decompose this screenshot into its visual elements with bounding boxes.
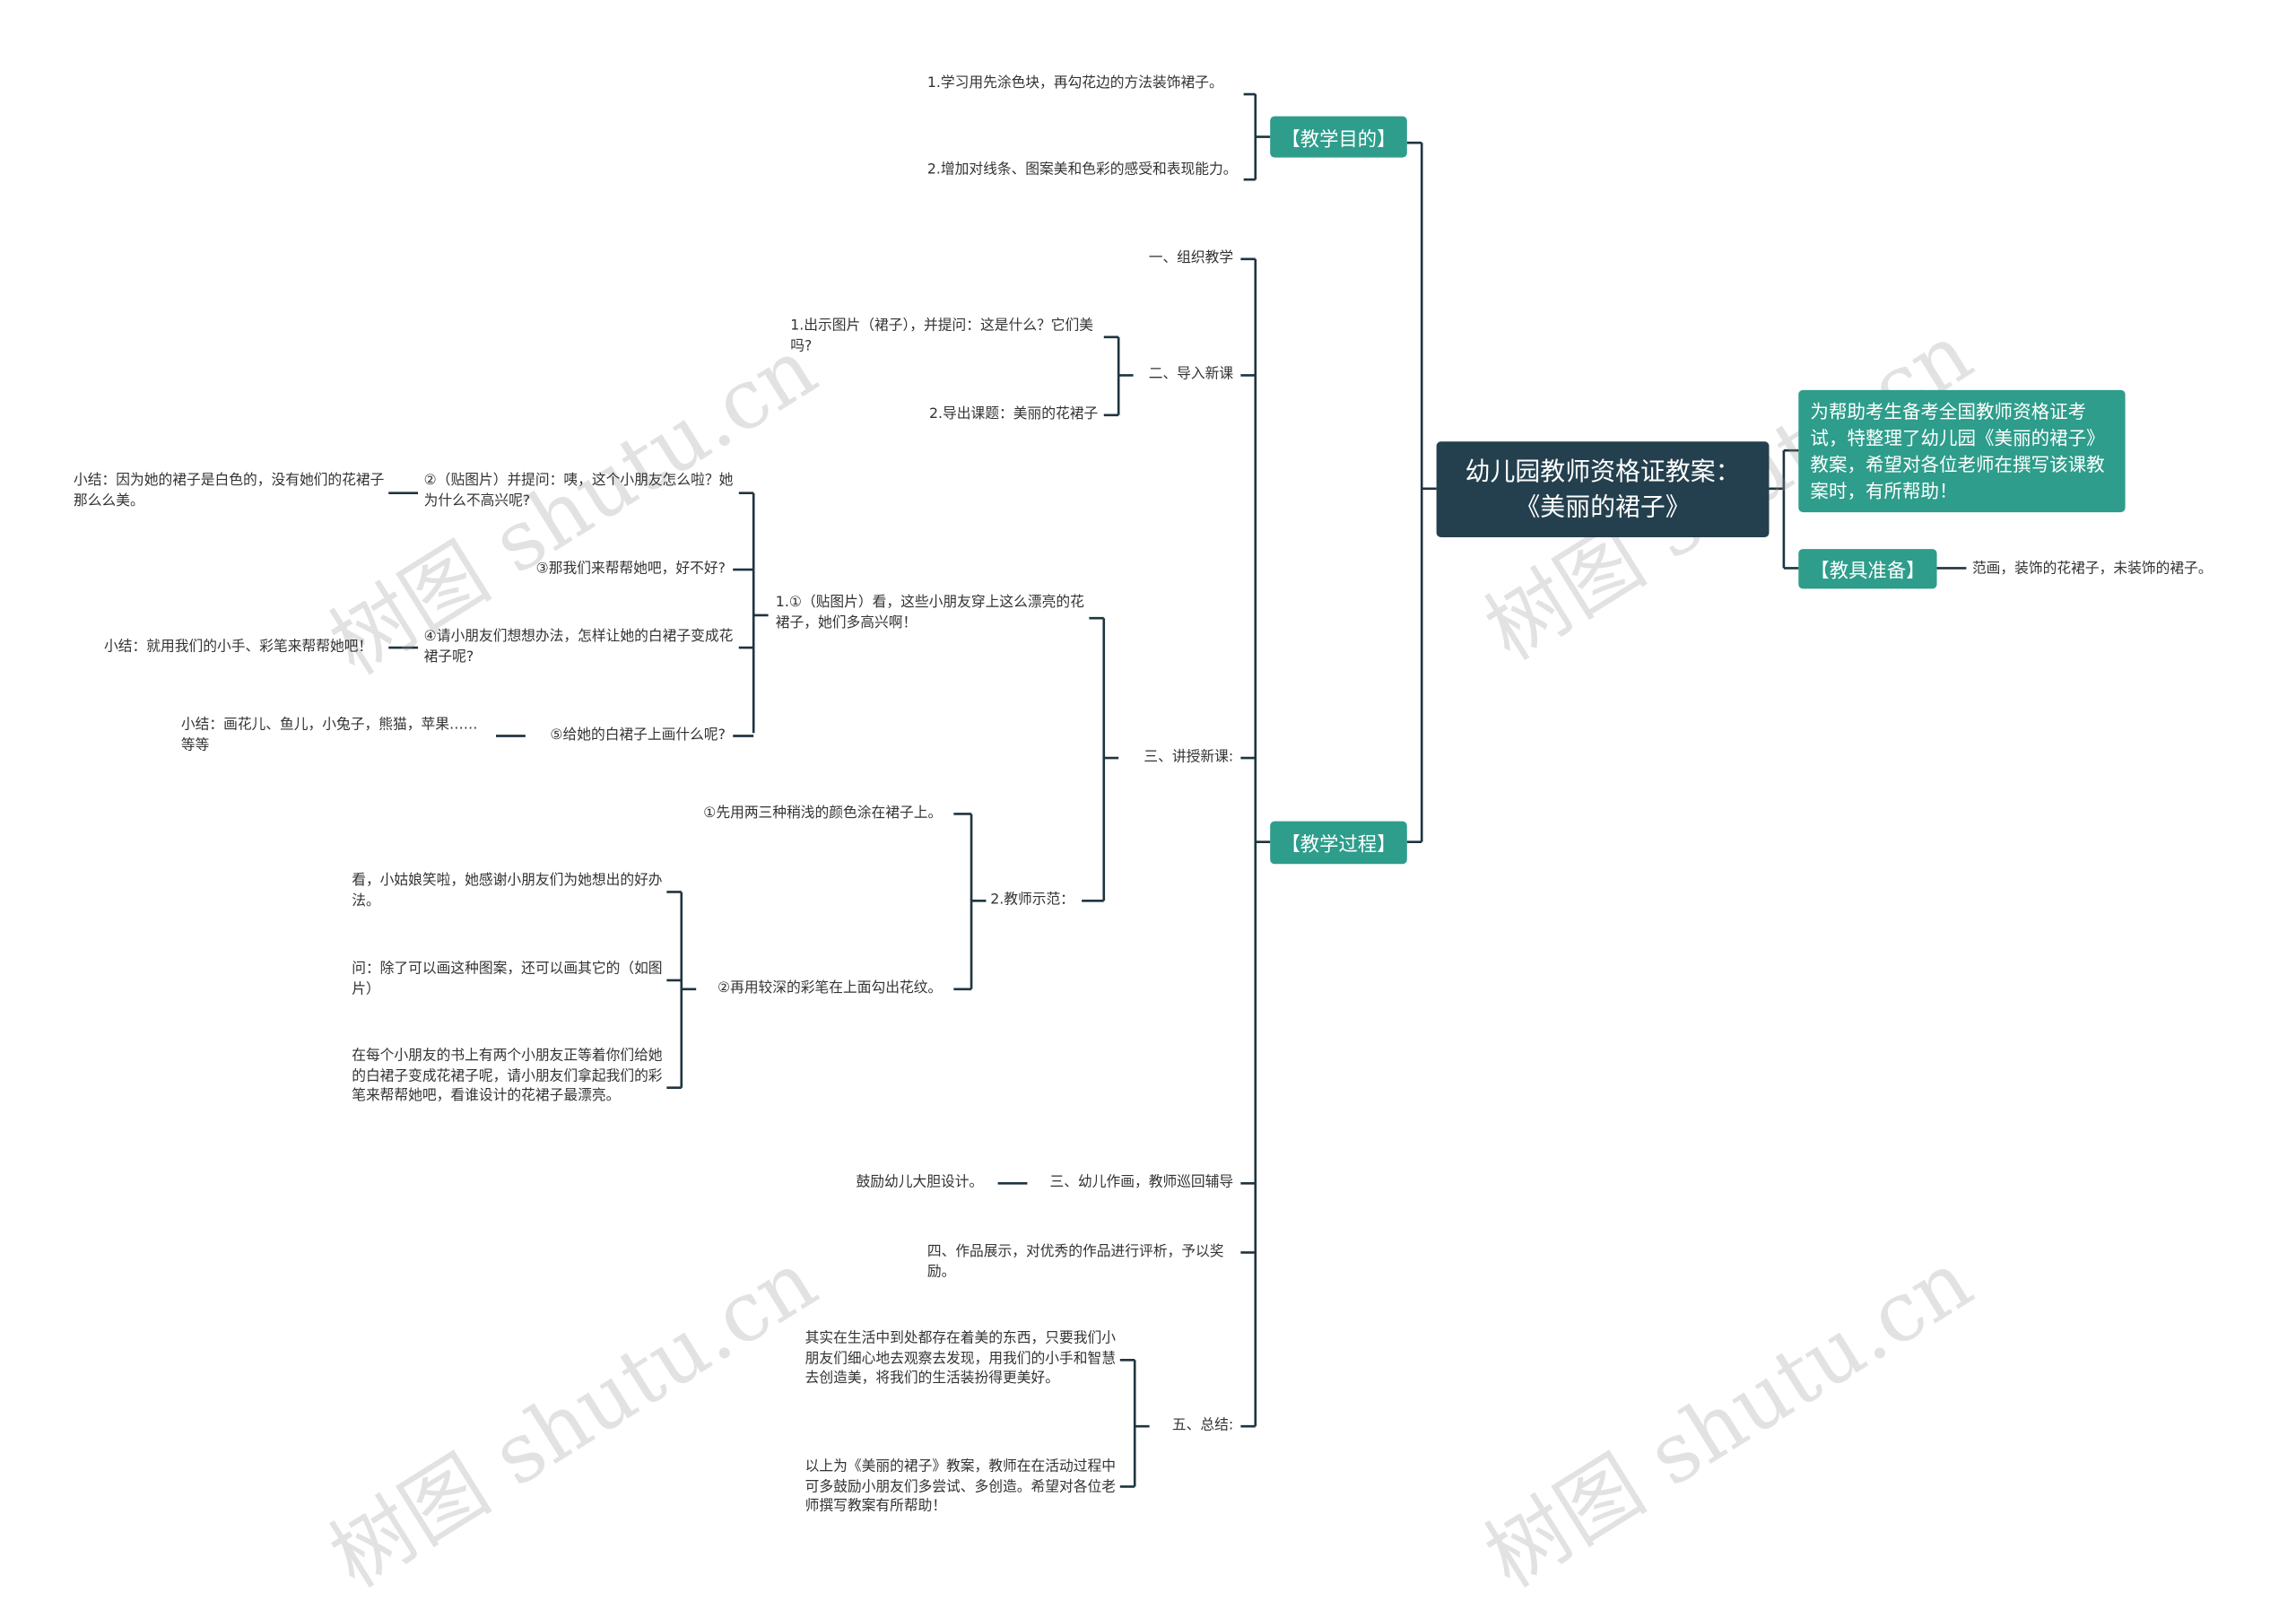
question-5: ⑤给她的白裙子上画什么呢? — [550, 727, 726, 744]
question-2: ②（贴图片）并提问：咦，这个小朋友怎么啦？她为什么不高兴呢? — [423, 472, 734, 509]
step-drawing: 三、幼儿作画，教师巡回辅导 — [1049, 1174, 1234, 1191]
step-new-lesson: 三、讲授新课: — [1144, 749, 1234, 766]
summary-2: 小结：因为她的裙子是白色的，没有她们的花裙子那么么美。 — [74, 472, 385, 509]
summary-item: 以上为《美丽的裙子》教案，教师在在活动过程中可多鼓励小朋友们多尝试、多创造。希望… — [804, 1458, 1116, 1515]
demo-step-2: ②再用较深的彩笔在上面勾出花纹。 — [717, 979, 943, 996]
new-lesson-sub1: 1.①（贴图片）看，这些小朋友穿上这么漂亮的花裙子，她们多高兴啊！ — [775, 594, 1084, 631]
intro-node[interactable]: 为帮助考生备考全国教师资格证考试，特整理了幼儿园《美丽的裙子》教案，希望对各位老… — [1798, 389, 2126, 513]
summary-item: 其实在生活中到处都存在着美的东西，只要我们小朋友们细心地去观察去发现，用我们的小… — [804, 1330, 1116, 1387]
step-organize: 一、组织教学 — [1148, 249, 1234, 267]
demo-detail: 在每个小朋友的书上有两个小朋友正等着你们给她的白裙子变成花裙子呢，请小朋友们拿起… — [352, 1048, 663, 1104]
goals-node[interactable]: 【教学目的】 — [1270, 116, 1407, 158]
goal-item: 2.增加对线条、图案美和色彩的感受和表现能力。 — [926, 161, 1238, 178]
summary-4: 小结：就用我们的小手、彩笔来帮帮她吧！ — [104, 639, 373, 656]
drawing-item: 鼓励幼儿大胆设计。 — [856, 1174, 984, 1191]
root-title-line2: 《美丽的裙子》 — [1515, 492, 1691, 522]
goal-item: 1.学习用先涂色块，再勾花边的方法装饰裙子。 — [926, 74, 1223, 91]
new-lesson-sub2: 2.教师示范： — [990, 892, 1074, 909]
tools-node[interactable]: 【教具准备】 — [1798, 549, 1937, 589]
tools-content: 范画，装饰的花裙子，未装饰的裙子。 — [1971, 561, 2213, 578]
step-intro-lesson: 二、导入新课 — [1148, 366, 1234, 383]
step-showcase: 四、作品展示，对优秀的作品进行评析，予以奖励。 — [926, 1243, 1224, 1280]
demo-detail: 看，小姑娘笑啦，她感谢小朋友们为她想出的好办法。 — [352, 873, 663, 909]
demo-detail: 问：除了可以画这种图案，还可以画其它的（如图片） — [352, 961, 663, 997]
question-4: ④请小朋友们想想办法，怎样让她的白裙子变成花裙子呢? — [423, 628, 734, 665]
process-node[interactable]: 【教学过程】 — [1270, 821, 1407, 865]
demo-step-1: ①先用两三种稍浅的颜色涂在裙子上。 — [703, 805, 943, 822]
root-node[interactable]: 幼儿园教师资格证教案： 《美丽的裙子》 — [1436, 441, 1770, 537]
root-title-line1: 幼儿园教师资格证教案： — [1465, 457, 1741, 487]
intro-lesson-item: 1.出示图片（裙子），并提问：这是什么？它们美吗? — [790, 318, 1093, 354]
step-summary: 五、总结: — [1171, 1417, 1234, 1434]
question-3: ③那我们来帮帮她吧，好不好? — [535, 561, 726, 578]
intro-lesson-item: 2.导出课题：美丽的花裙子 — [928, 405, 1099, 422]
summary-5: 小结：画花儿、鱼儿，小兔子，熊猫，苹果……等等 — [180, 717, 478, 753]
